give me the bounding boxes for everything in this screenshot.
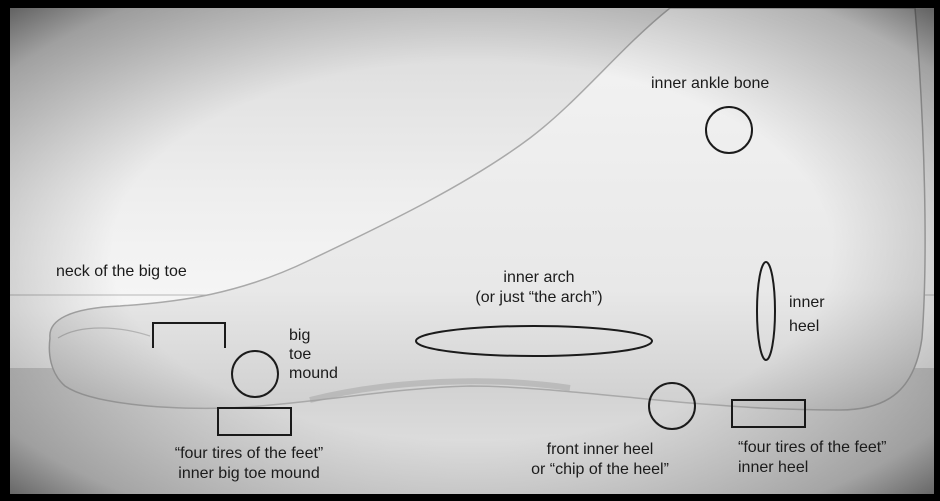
label-four-tires-toe-line2: inner big toe mound xyxy=(144,464,354,484)
label-inner-ankle-bone: inner ankle bone xyxy=(651,74,769,94)
label-big-toe-mound-line3: mound xyxy=(289,364,338,383)
label-four-tires-toe-line1: “four tires of the feet” xyxy=(144,444,354,464)
label-inner-heel: inner heel xyxy=(789,291,825,339)
label-front-inner-heel-line1: front inner heel xyxy=(505,440,695,460)
label-inner-arch-line2: (or just “the arch”) xyxy=(434,288,644,308)
foot-scene xyxy=(10,8,934,494)
foot-silhouette xyxy=(49,8,925,410)
label-four-tires-heel-line2: inner heel xyxy=(738,458,887,478)
label-inner-heel-line1: inner xyxy=(789,291,825,315)
label-big-toe-mound: big toe mound xyxy=(289,326,338,383)
label-front-inner-heel: front inner heel or “chip of the heel” xyxy=(505,440,695,480)
label-inner-heel-line2: heel xyxy=(789,315,825,339)
foot-photo: inner ankle bone neck of the big toe inn… xyxy=(10,8,934,494)
label-big-toe-mound-line2: toe xyxy=(289,345,338,364)
label-neck-big-toe: neck of the big toe xyxy=(56,262,187,282)
label-inner-arch-line1: inner arch xyxy=(434,268,644,288)
label-four-tires-toe: “four tires of the feet” inner big toe m… xyxy=(144,444,354,484)
label-four-tires-heel: “four tires of the feet” inner heel xyxy=(738,438,887,478)
label-four-tires-heel-line1: “four tires of the feet” xyxy=(738,438,887,458)
label-big-toe-mound-line1: big xyxy=(289,326,338,345)
label-inner-arch: inner arch (or just “the arch”) xyxy=(434,268,644,308)
label-front-inner-heel-line2: or “chip of the heel” xyxy=(505,460,695,480)
